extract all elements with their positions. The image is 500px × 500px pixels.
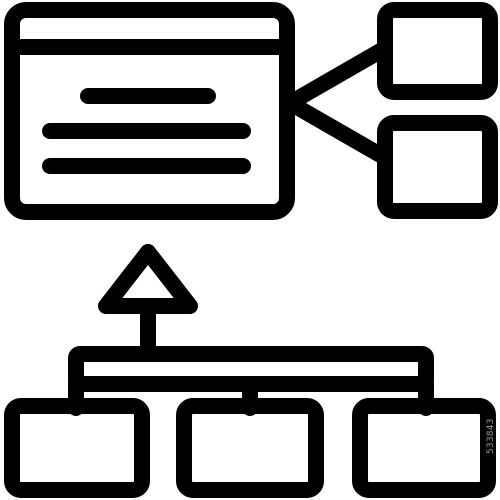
branch-connector [282,42,390,164]
up-arrow [98,244,198,362]
right-top-box [377,2,498,100]
document-window [4,2,295,220]
watermark-text: 533843 [486,418,496,454]
branch-lines [282,42,390,164]
window-frame [4,2,295,220]
bottom-middle-box [176,398,324,498]
watermark: 533843 [486,384,498,454]
right-bottom-box [377,115,498,219]
bottom-right-box [352,398,496,498]
bottom-left-box [4,398,150,498]
arrow-head [98,244,198,314]
